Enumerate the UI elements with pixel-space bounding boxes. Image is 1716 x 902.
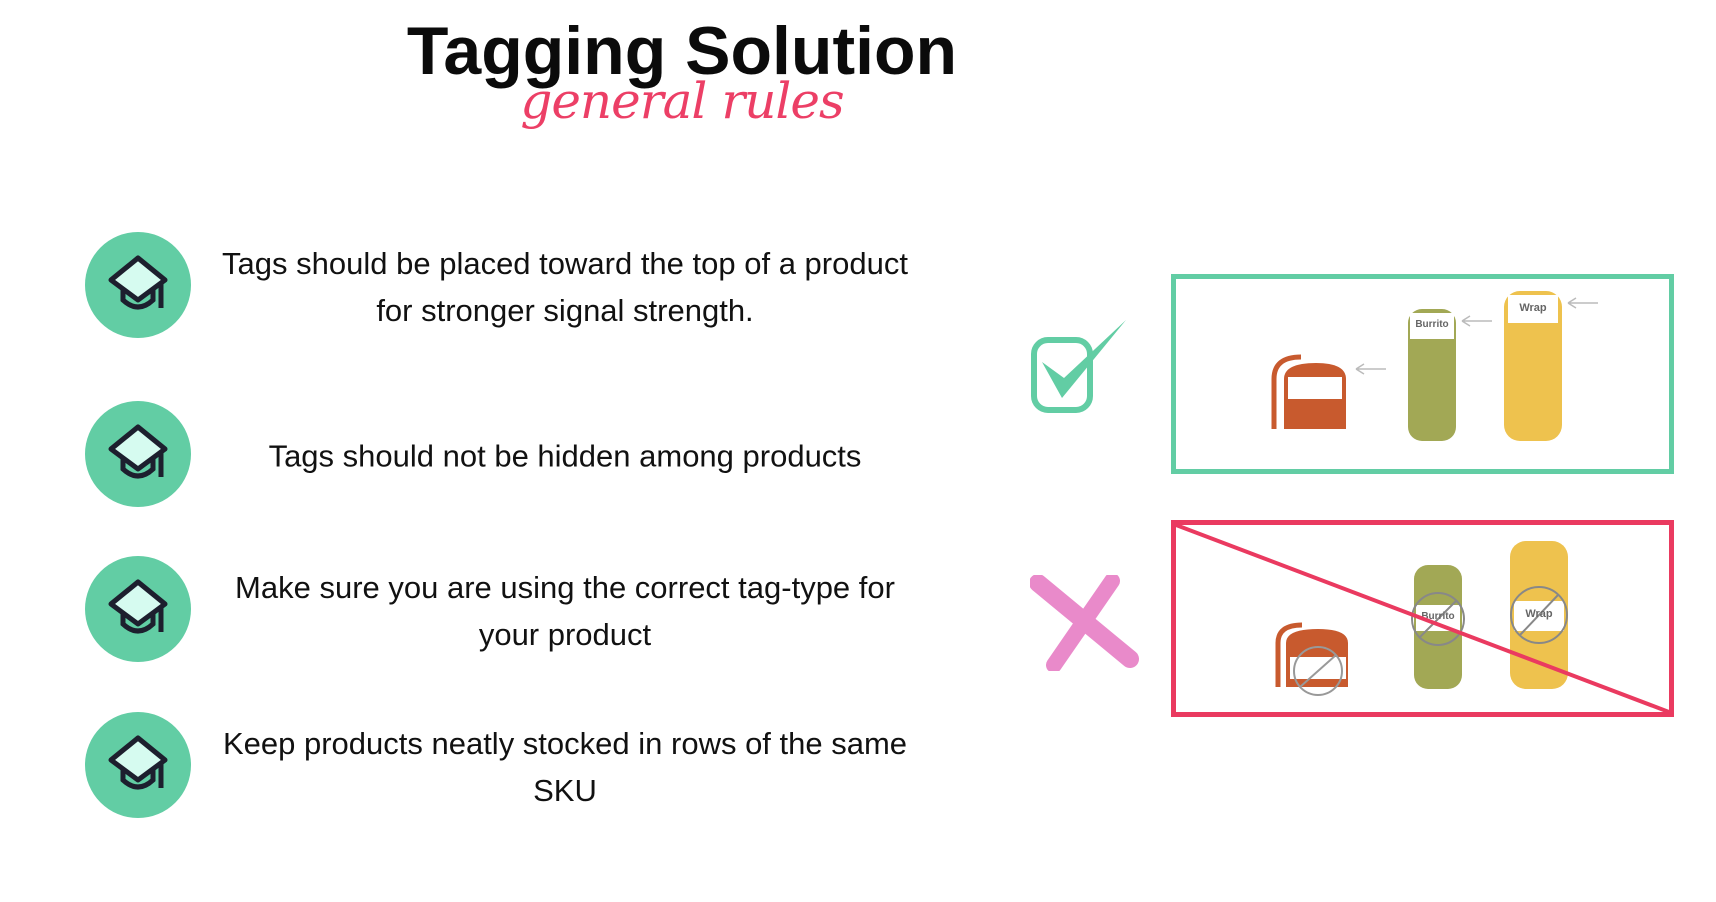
arrow-icon <box>1355 363 1386 375</box>
rule-text: Tags should not be hidden among products <box>268 438 862 474</box>
graduation-cap-icon <box>85 712 191 818</box>
wrap-label: Wrap <box>1525 608 1553 620</box>
wrap-product <box>1504 291 1562 441</box>
arrow-icon <box>1461 315 1492 327</box>
arrow-icon <box>1567 297 1598 309</box>
burrito-label: Burrito <box>1415 319 1448 330</box>
rule-item: Tags should not be hidden among products <box>85 401 925 511</box>
correct-example-panel: Burrito Wrap <box>1171 274 1674 474</box>
burrito-product <box>1408 309 1456 441</box>
graduation-cap-icon <box>85 232 191 338</box>
rule-item: Tags should be placed toward the top of … <box>85 232 925 342</box>
burrito-product <box>1411 565 1465 689</box>
graduation-cap-icon <box>85 401 191 507</box>
bread-product <box>1275 622 1348 696</box>
incorrect-example-panel: Burrito Wrap <box>1171 520 1674 717</box>
page-title: Tagging Solution <box>406 13 958 89</box>
wrap-label: Wrap <box>1519 302 1547 314</box>
cross-icon <box>1030 575 1139 671</box>
burrito-label: Burrito <box>1421 611 1454 622</box>
checkbox-check-icon <box>1031 320 1126 413</box>
rule-item: Keep products neatly stocked in rows of … <box>85 712 925 822</box>
rule-item: Make sure you are using the correct tag-… <box>85 556 925 666</box>
wrap-product <box>1510 541 1568 689</box>
page-subtitle: general rules <box>520 72 844 130</box>
rule-text: Make sure you are using the correct tag-… <box>235 570 895 652</box>
bread-product <box>1271 354 1346 429</box>
graduation-cap-icon <box>85 556 191 662</box>
rule-text: Keep products neatly stocked in rows of … <box>222 726 908 808</box>
rule-text: Tags should be placed toward the top of … <box>222 246 908 328</box>
strike-line <box>1176 525 1669 712</box>
